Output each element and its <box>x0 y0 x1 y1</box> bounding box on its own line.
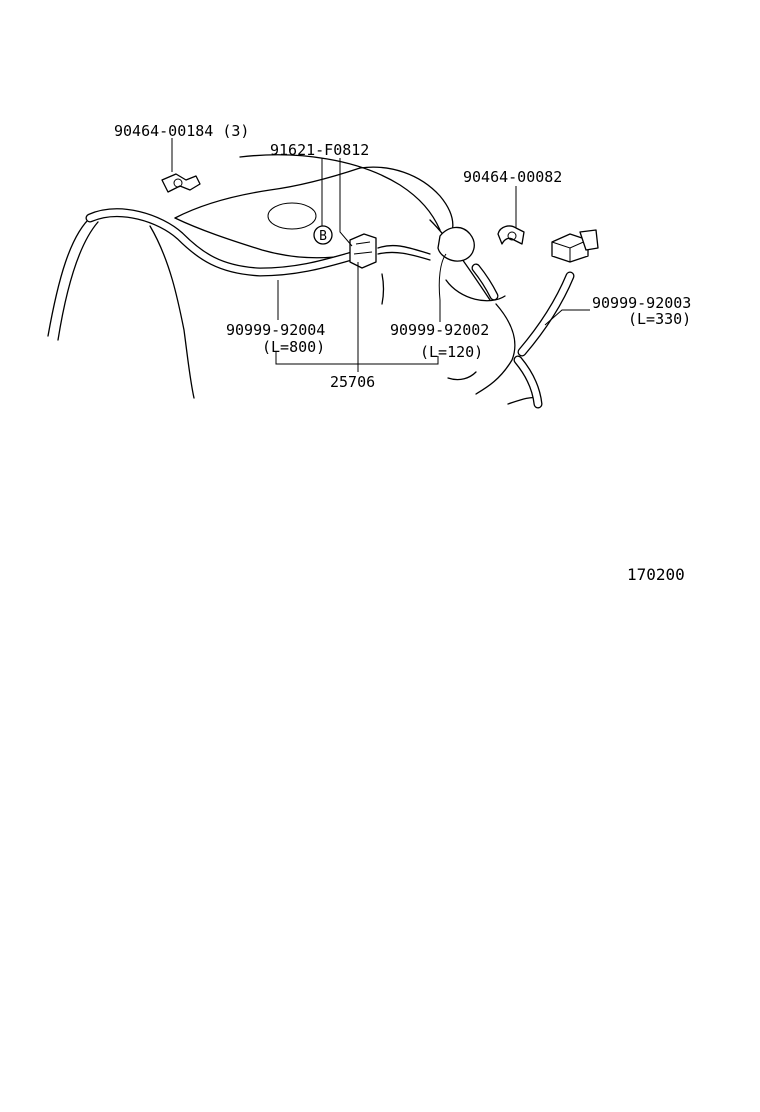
label-assembly: 25706 <box>330 373 375 391</box>
label-connector: 91621-F0812 <box>270 141 369 159</box>
valve-housing <box>437 226 499 301</box>
figure-number: 170200 <box>627 565 685 584</box>
hose-short <box>377 244 431 261</box>
circle-marker: B <box>313 225 333 245</box>
label-hose-short-length: (L=120) <box>420 343 483 361</box>
label-clip-right: 90464-00082 <box>463 168 562 186</box>
leader-lines <box>171 138 590 372</box>
hose-right <box>513 271 575 409</box>
clip-left-icon <box>161 173 201 193</box>
clip-right-icon <box>497 225 525 245</box>
label-hose-right: 90999-92003 <box>592 294 691 312</box>
label-hose-short: 90999-92002 <box>390 321 489 339</box>
hose-long <box>85 208 357 277</box>
clamp-block-icon <box>551 229 599 263</box>
label-hose-long: 90999-92004 <box>226 321 325 339</box>
circle-marker-label: B <box>319 229 327 244</box>
label-clip-left: 90464-00184 (3) <box>114 122 249 140</box>
label-hose-long-length: (L=800) <box>262 338 325 356</box>
body-outline <box>47 154 541 405</box>
label-hose-right-length: (L=330) <box>628 310 691 328</box>
connector-bracket-icon <box>349 233 377 269</box>
